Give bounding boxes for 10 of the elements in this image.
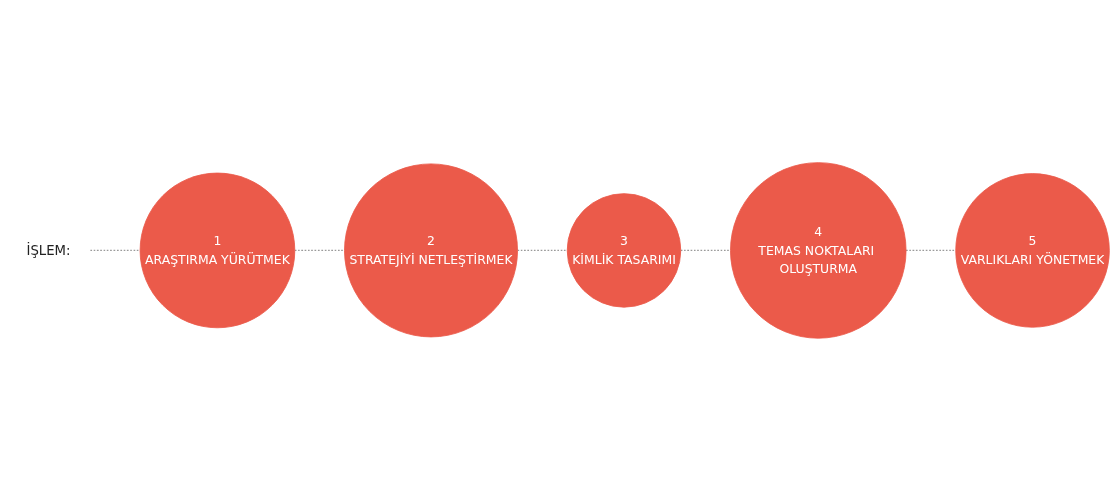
- node-circle: 2 STRATEJİYİ NETLEŞTİRMEK: [344, 163, 518, 337]
- node-circle: 3 KİMLİK TASARIMI: [566, 192, 682, 308]
- connector: [294, 249, 346, 251]
- node-text: İŞLEM:: [26, 241, 71, 258]
- node-circle: 5 VARLIKLARI YÖNETMEK: [955, 172, 1110, 328]
- node-circle: 1 ARAŞTIRMA YÜRÜTMEK: [139, 172, 296, 328]
- connector: [680, 249, 732, 251]
- connector: [516, 249, 568, 251]
- node-circle: 4 TEMAS NOKTALARI OLUŞTURMA: [730, 161, 907, 339]
- connector: [89, 249, 141, 251]
